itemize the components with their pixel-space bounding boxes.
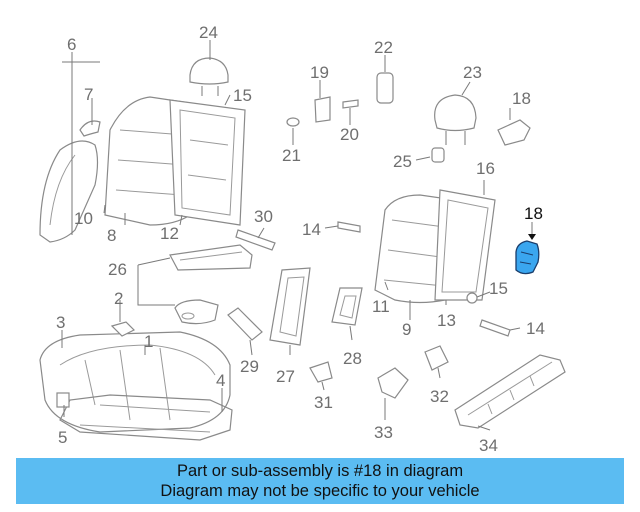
label-30: 29 (240, 357, 259, 376)
label-22: 21 (282, 146, 301, 165)
label-25: 24 (199, 23, 218, 42)
label-19: 18 (512, 89, 531, 108)
seat-cushion-part (39, 331, 231, 433)
label-fifteen: 15 (489, 279, 508, 298)
guide-part-26 (431, 147, 445, 163)
label-18-highlight: 18 (524, 204, 543, 223)
bracket-part-32 (309, 361, 333, 383)
label-1: 1 (144, 332, 153, 351)
panel-part-35 (454, 354, 566, 429)
bracket-part-33 (424, 345, 449, 371)
label-11: 11 (372, 297, 390, 316)
label-32: 31 (314, 393, 333, 412)
bolt-part-15 (466, 292, 478, 304)
label-3: 3 (56, 313, 65, 332)
side-bolster-part (39, 140, 99, 243)
clip-part-2 (110, 321, 136, 337)
panel-part-28 (269, 267, 311, 346)
bar-part-31 (235, 229, 276, 251)
label-34: 33 (374, 423, 393, 442)
bracket-part-20 (314, 96, 331, 123)
label-7: 7 (84, 85, 93, 104)
label-5: 5 (58, 428, 67, 447)
label-9: 9 (402, 320, 411, 339)
cover-part-19 (497, 119, 531, 146)
info-banner: Part or sub-assembly is #18 in diagram D… (16, 458, 624, 504)
bolt-part-14-b (479, 319, 511, 337)
bolt-part-14-a (337, 221, 361, 233)
label-23: 22 (374, 38, 393, 57)
label-27: 26 (108, 260, 127, 279)
label-12: 12 (160, 224, 179, 243)
label-4: 4 (216, 371, 225, 390)
label-33: 32 (430, 387, 449, 406)
bolt-part-21 (342, 99, 359, 109)
headrest-part-25 (189, 57, 229, 96)
label-13: 13 (437, 311, 456, 330)
label-28: 27 (276, 367, 295, 386)
label-14-a: 14 (302, 220, 321, 239)
clip-part-7 (79, 120, 101, 137)
armrest-part-27 (169, 244, 253, 271)
label-10: 10 (74, 209, 93, 228)
strip-part-30 (227, 307, 263, 341)
cap-part-22 (286, 117, 300, 127)
hook-part-5 (56, 392, 70, 408)
banner-line-2: Diagram may not be specific to your vehi… (160, 482, 480, 500)
label-21: 20 (340, 125, 359, 144)
label-24: 23 (463, 63, 482, 82)
label-17: 16 (476, 159, 495, 178)
headrest-part-24 (434, 94, 477, 145)
label-14-b: 14 (526, 319, 545, 338)
label-35: 34 (479, 436, 498, 455)
cover-part-23 (376, 72, 394, 104)
label-31: 30 (254, 207, 273, 226)
label-20: 19 (310, 63, 329, 82)
banner-line-1: Part or sub-assembly is #18 in diagram (176, 462, 464, 480)
label-26: 25 (393, 152, 412, 171)
label-16: 15 (233, 86, 252, 105)
label-29: 28 (343, 349, 362, 368)
label-6: 6 (67, 35, 76, 54)
label-2: 2 (114, 289, 123, 308)
seatback-frame-part (169, 99, 246, 226)
seatback-frame-part-17 (434, 189, 496, 301)
label-8: 8 (107, 226, 116, 245)
highlighted-part-18 (515, 222, 540, 275)
panel-part-29 (331, 287, 363, 326)
cupholder-part-27 (174, 299, 219, 325)
part-labels: 6 7 24 15 19 22 23 18 20 21 25 16 18 10 … (56, 23, 545, 455)
bracket-part-34 (377, 367, 409, 399)
leader-lines (61, 40, 521, 431)
cushion-frame-part (59, 394, 233, 441)
